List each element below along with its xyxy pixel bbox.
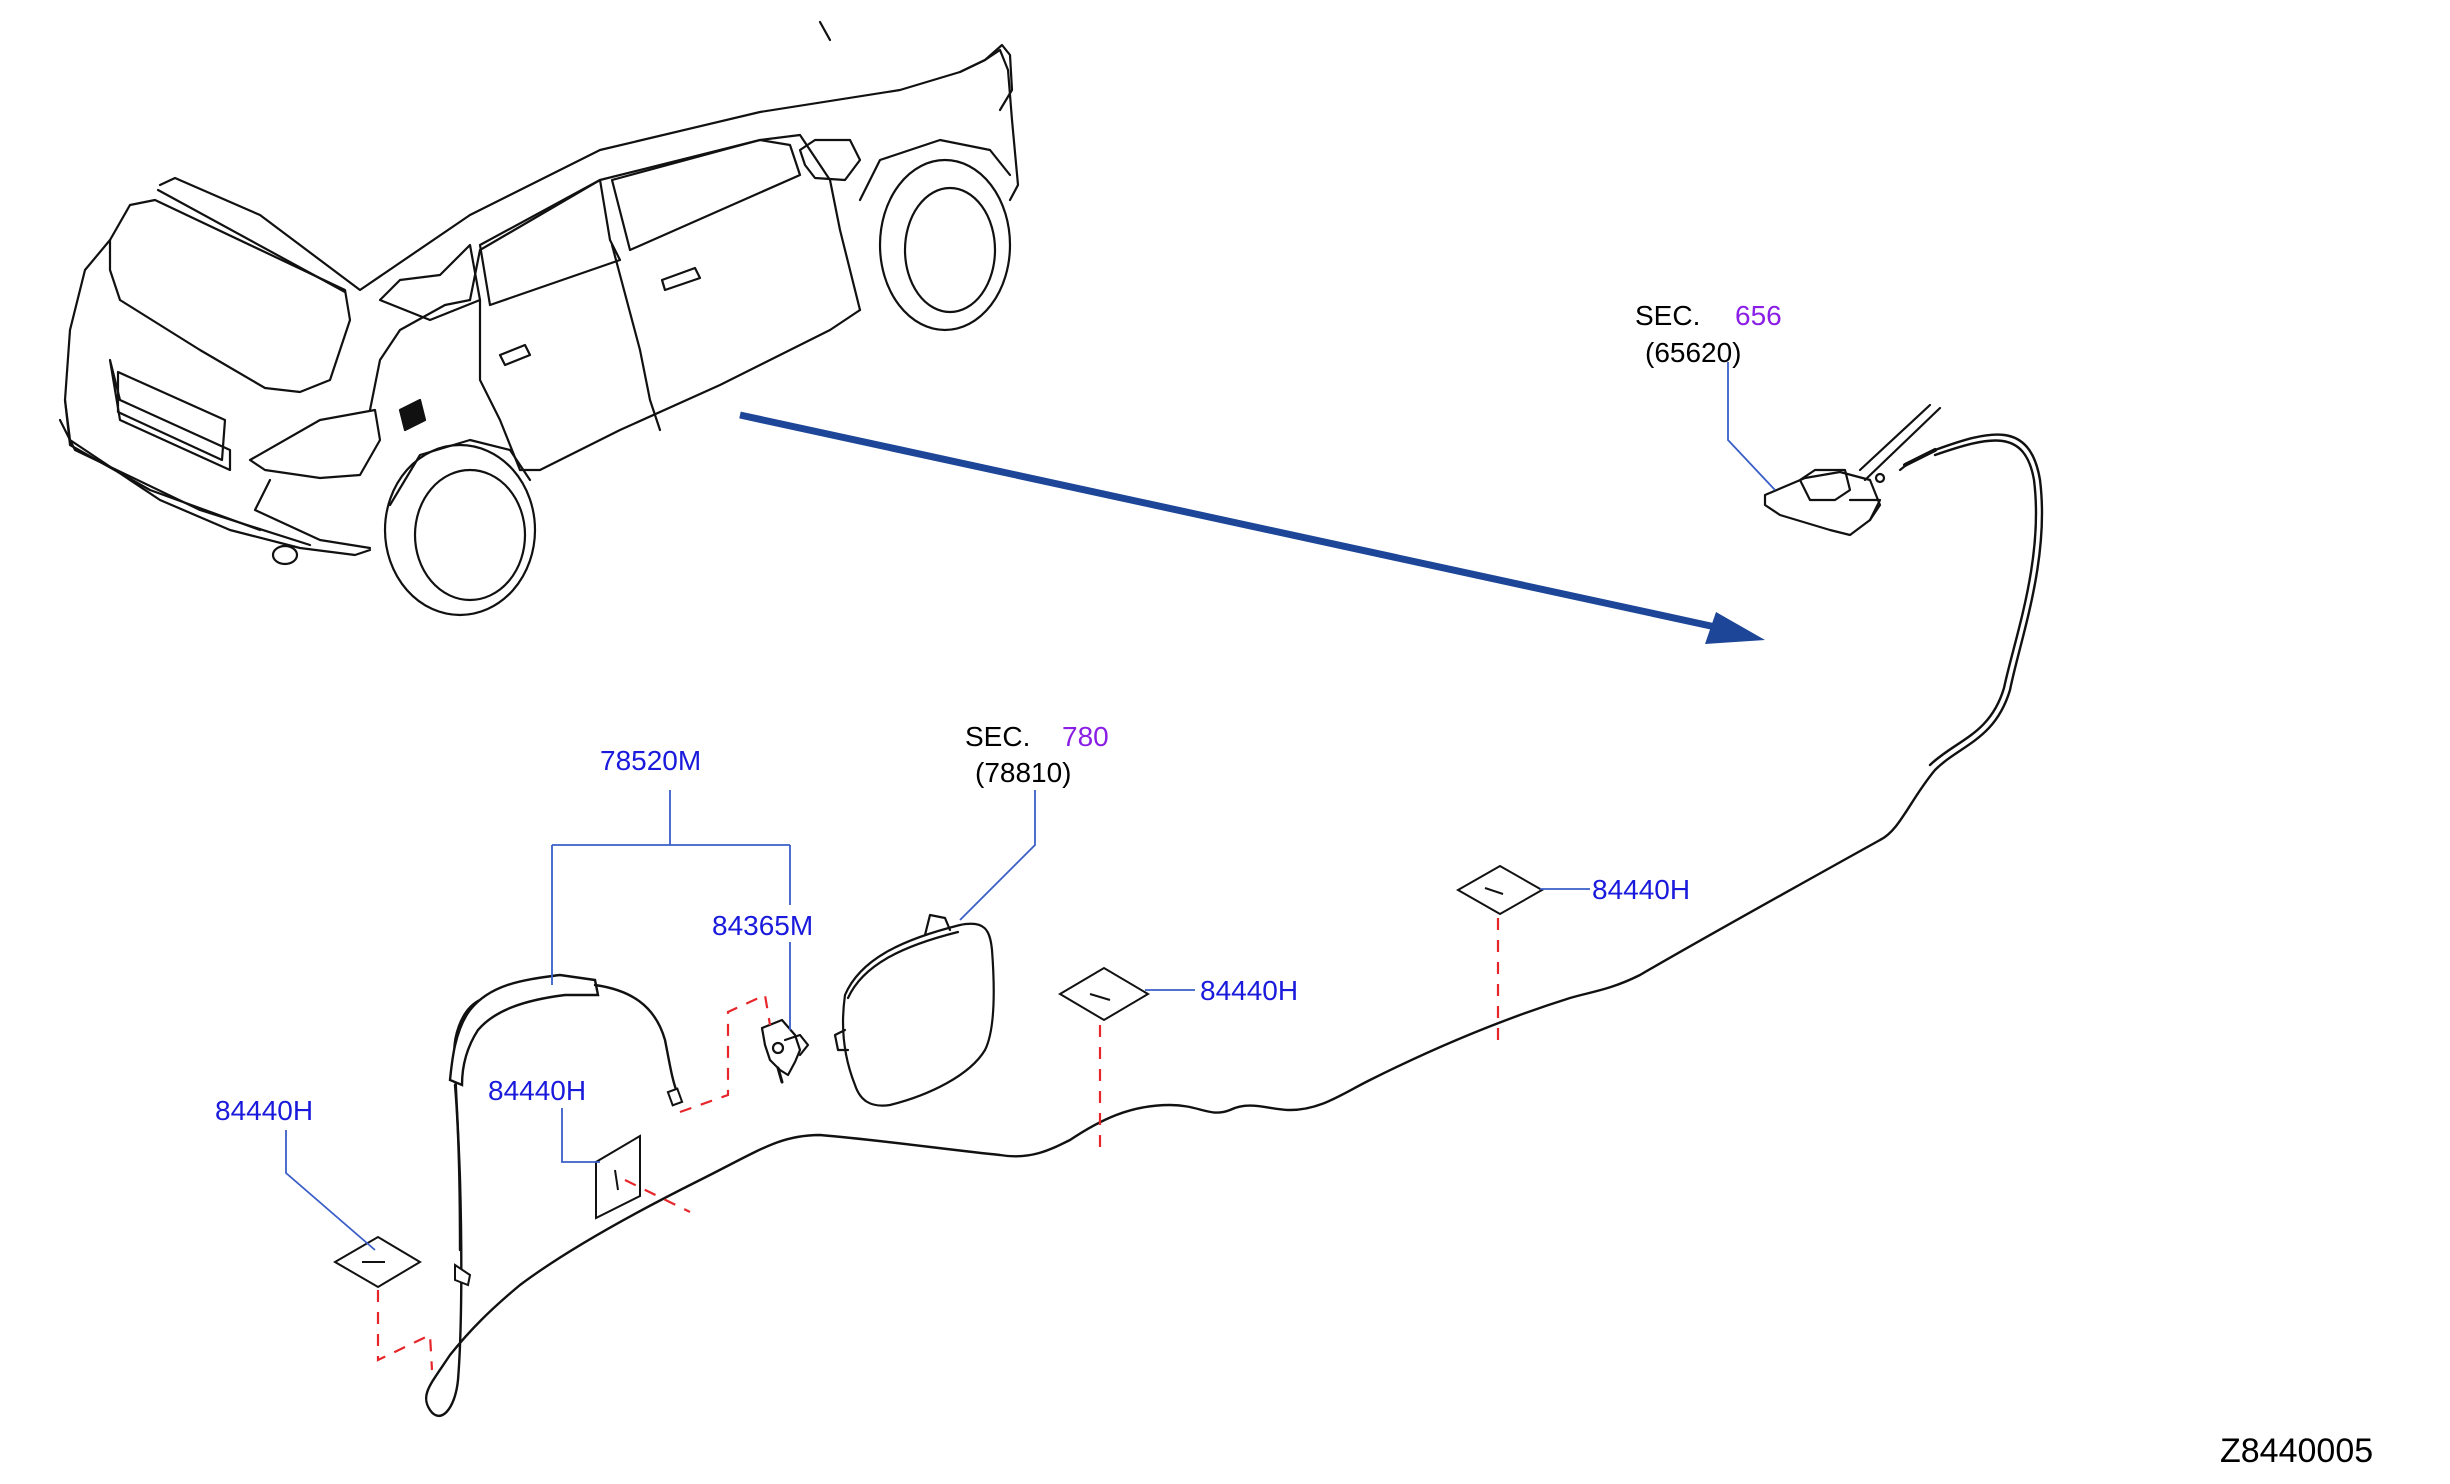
hidden-location-lines [376,918,1500,1371]
part-label-84365m[interactable]: 84365M [712,910,813,941]
hood-release-cable [424,433,2044,1417]
hood-release-handle [1763,403,1942,537]
callout-sec-656: SEC. 656 (65620) [1635,300,1782,368]
insulator-pad-c [1058,966,1150,1022]
part-label-84440h-mid[interactable]: 84440H [488,1075,586,1106]
diagram-code: Z8440005 [2220,1432,2373,1470]
part-label-84440h-center[interactable]: 84440H [1200,975,1298,1006]
insulator-pad-b [595,1134,641,1220]
vehicle-illustration [58,20,1020,617]
insulator-pad-a [333,1235,422,1289]
sec-780-number[interactable]: 780 [1062,721,1109,752]
fuel-opener-actuator [760,1018,810,1084]
sec-656-prefix: SEC. [1635,300,1700,331]
sec-656-number[interactable]: 656 [1735,300,1782,331]
direction-arrow [739,411,1765,644]
insulator-pad-d [1455,864,1545,916]
part-label-84440h-left[interactable]: 84440H [215,1095,313,1126]
sec-656-ref: (65620) [1645,337,1742,368]
sec-780-prefix: SEC. [965,721,1030,752]
fuel-filler-lid [833,913,995,1107]
part-label-84440h-right[interactable]: 84440H [1592,874,1690,905]
fuel-opener-cable [448,973,684,1287]
callout-sec-780: SEC. 780 (78810) [965,721,1109,788]
part-label-78520m[interactable]: 78520M [600,745,701,776]
hood-release-cable-return [1928,439,2038,767]
leader-lines [285,362,1776,1251]
sec-780-ref: (78810) [975,757,1072,788]
